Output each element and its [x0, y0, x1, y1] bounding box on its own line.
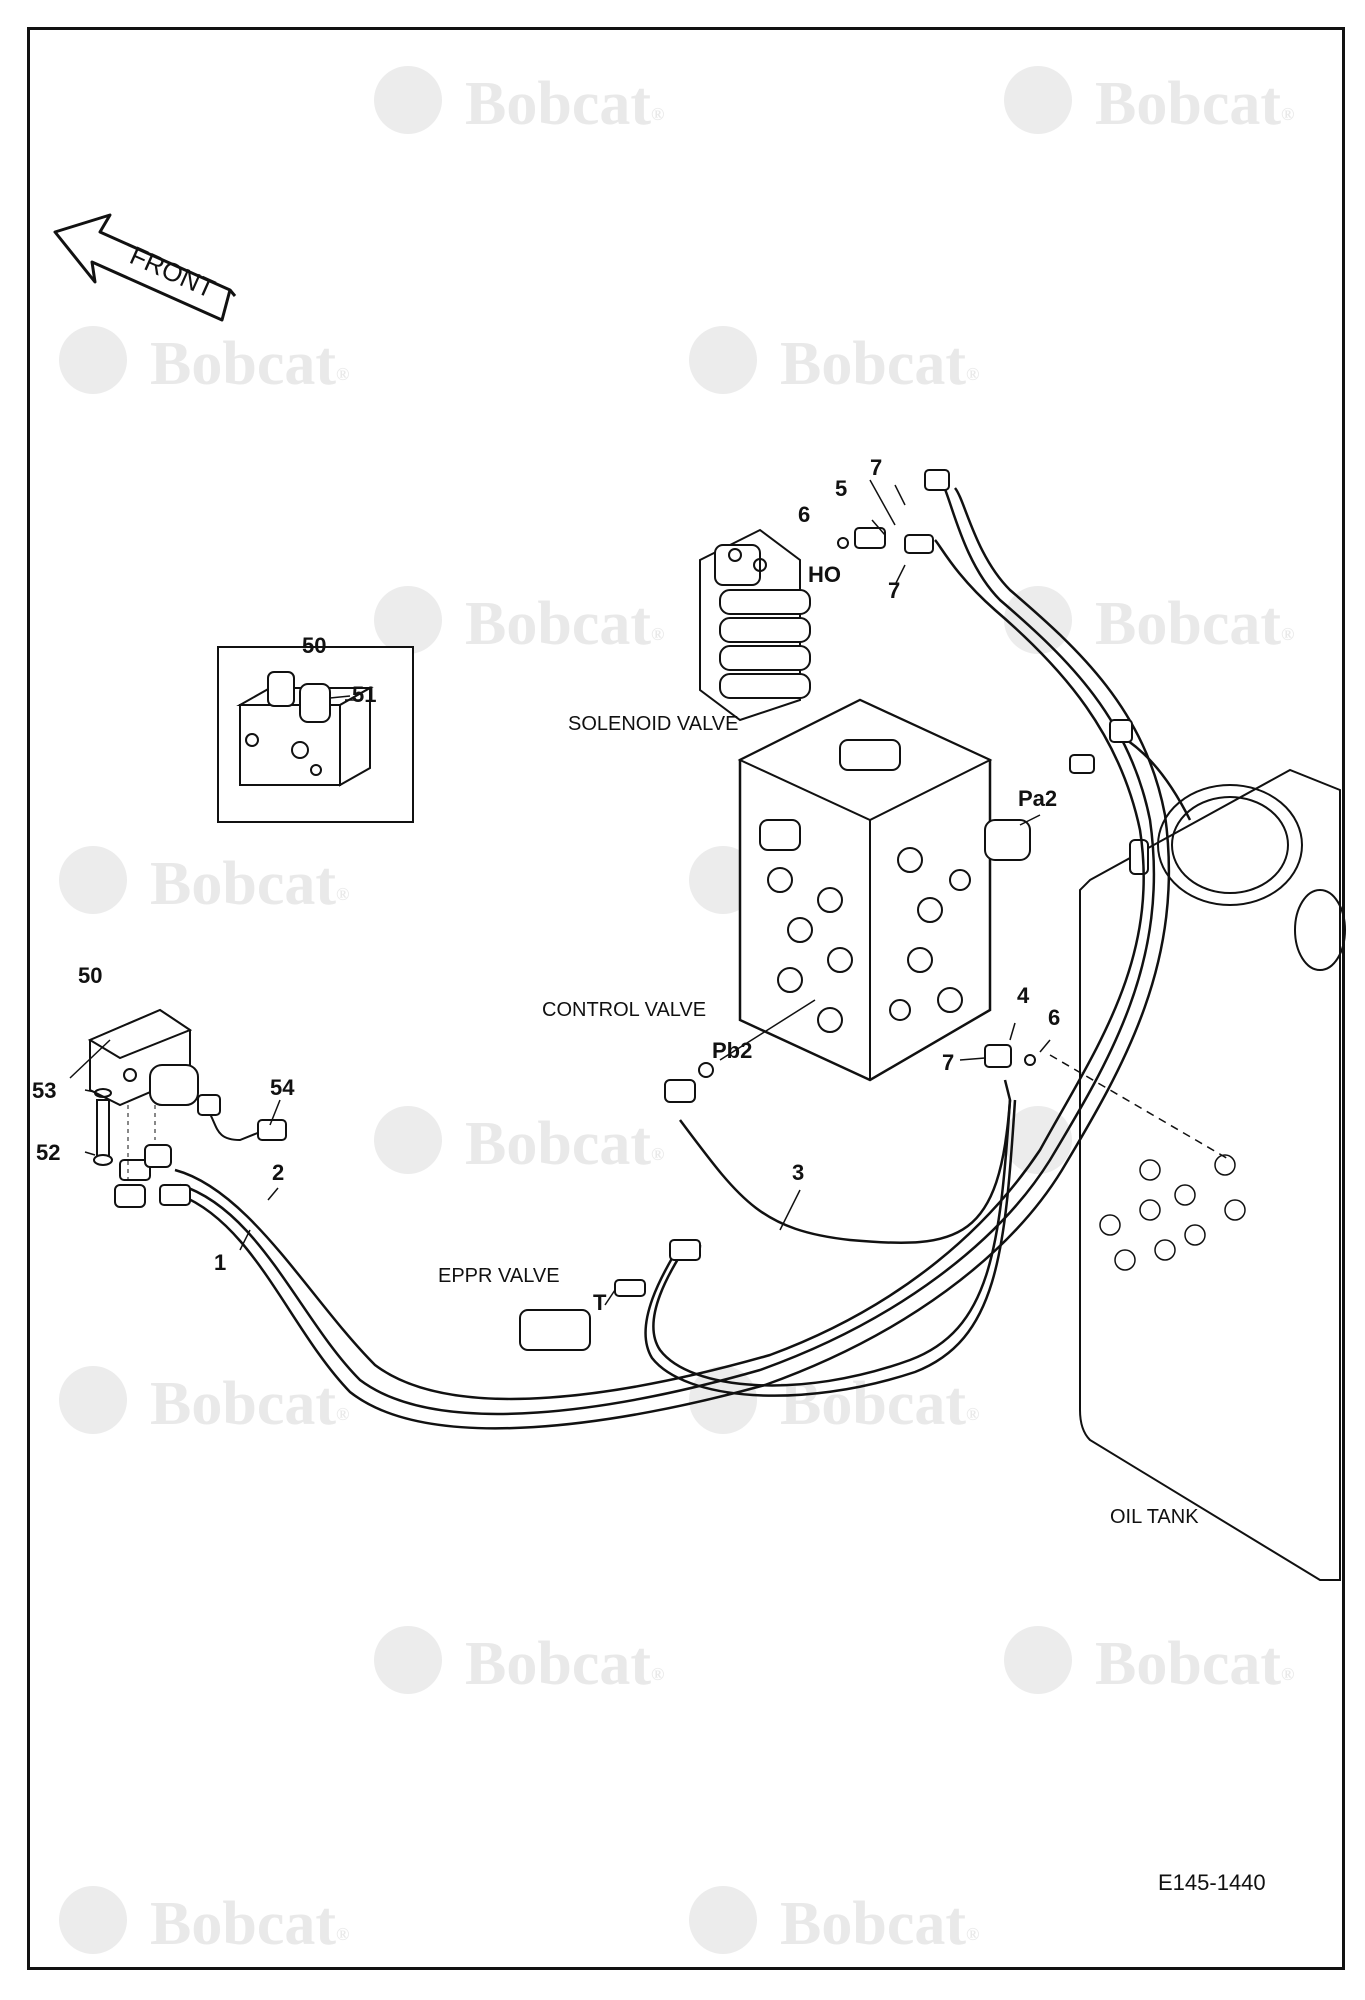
callout-50-lower: 50	[78, 963, 102, 988]
component-labels: SOLENOID VALVE CONTROL VALVE EPPR VALVE …	[438, 713, 1199, 1528]
svg-text:Bobcat®: Bobcat®	[465, 70, 664, 138]
port-t: T	[593, 1290, 607, 1315]
svg-text:Bobcat®: Bobcat®	[150, 1370, 349, 1438]
svg-text:Bobcat®: Bobcat®	[465, 590, 664, 658]
svg-text:Bobcat®: Bobcat®	[150, 850, 349, 918]
watermark-15: Bobcat®	[59, 1886, 349, 1958]
watermark-1: Bobcat®	[374, 66, 664, 138]
svg-text:Bobcat®: Bobcat®	[465, 1110, 664, 1178]
watermark-4: Bobcat®	[689, 326, 979, 398]
drawing-border	[27, 27, 1345, 1970]
watermark-5: Bobcat®	[374, 586, 664, 658]
fittings	[119, 469, 1133, 1351]
svg-text:Bobcat®: Bobcat®	[465, 1630, 664, 1698]
label-oil-tank: OIL TANK	[1110, 1506, 1199, 1528]
watermark-14: Bobcat®	[1004, 1626, 1294, 1698]
callouts: 50 51 7 5 6 7 4 6 7 50 53 54 52 2 1 3	[32, 455, 1060, 1275]
solenoid-valve	[699, 528, 811, 722]
callout-5: 5	[835, 476, 847, 501]
svg-text:Bobcat®: Bobcat®	[780, 1890, 979, 1958]
hoses	[174, 479, 1192, 1430]
label-solenoid-valve: SOLENOID VALVE	[568, 713, 738, 735]
callout-6-top: 6	[798, 502, 810, 527]
label-control-valve: CONTROL VALVE	[542, 999, 706, 1021]
oil-tank	[1049, 768, 1346, 1581]
watermark-11: Bobcat®	[59, 1366, 349, 1438]
callout-7-lower: 7	[942, 1050, 954, 1075]
callout-53: 53	[32, 1078, 56, 1103]
front-arrow: FRONT	[53, 213, 237, 322]
port-pa2: Pa2	[1018, 786, 1057, 811]
callout-4: 4	[1017, 983, 1030, 1008]
watermark-13: Bobcat®	[374, 1626, 664, 1698]
callout-3: 3	[792, 1160, 804, 1185]
port-pb2: Pb2	[712, 1038, 752, 1063]
inset-detail-box	[217, 646, 414, 823]
svg-text:Bobcat®: Bobcat®	[150, 330, 349, 398]
svg-text:Bobcat®: Bobcat®	[1095, 590, 1294, 658]
callout-7-top: 7	[870, 455, 882, 480]
watermark-16: Bobcat®	[689, 1886, 979, 1958]
callout-7-mid: 7	[888, 578, 900, 603]
port-ho: HO	[808, 562, 841, 587]
watermark-3: Bobcat®	[59, 326, 349, 398]
watermark-6: Bobcat®	[1004, 586, 1294, 658]
leader-lines	[69, 479, 1051, 1306]
callout-54: 54	[270, 1075, 295, 1100]
watermark-7: Bobcat®	[59, 846, 349, 918]
svg-text:Bobcat®: Bobcat®	[1095, 1630, 1294, 1698]
watermark-9: Bobcat®	[374, 1106, 664, 1178]
callout-6-lower: 6	[1048, 1005, 1060, 1030]
drawing-number: E145-1440	[1158, 1870, 1266, 1895]
callout-50-inset: 50	[302, 633, 326, 658]
callout-2: 2	[272, 1160, 284, 1185]
svg-text:Bobcat®: Bobcat®	[780, 1370, 979, 1438]
callout-52: 52	[36, 1140, 60, 1165]
svg-text:Bobcat®: Bobcat®	[150, 1890, 349, 1958]
pilot-control-block	[87, 1008, 287, 1208]
port-labels: HO Pa2 Pb2 T	[593, 562, 1057, 1315]
callout-51: 51	[352, 682, 376, 707]
control-valve	[737, 698, 1031, 1082]
watermark-2: Bobcat®	[1004, 66, 1294, 138]
label-eppr-valve: EPPR VALVE	[438, 1265, 560, 1287]
svg-text:Bobcat®: Bobcat®	[1095, 70, 1294, 138]
svg-text:Bobcat®: Bobcat®	[780, 330, 979, 398]
callout-1: 1	[214, 1250, 226, 1275]
